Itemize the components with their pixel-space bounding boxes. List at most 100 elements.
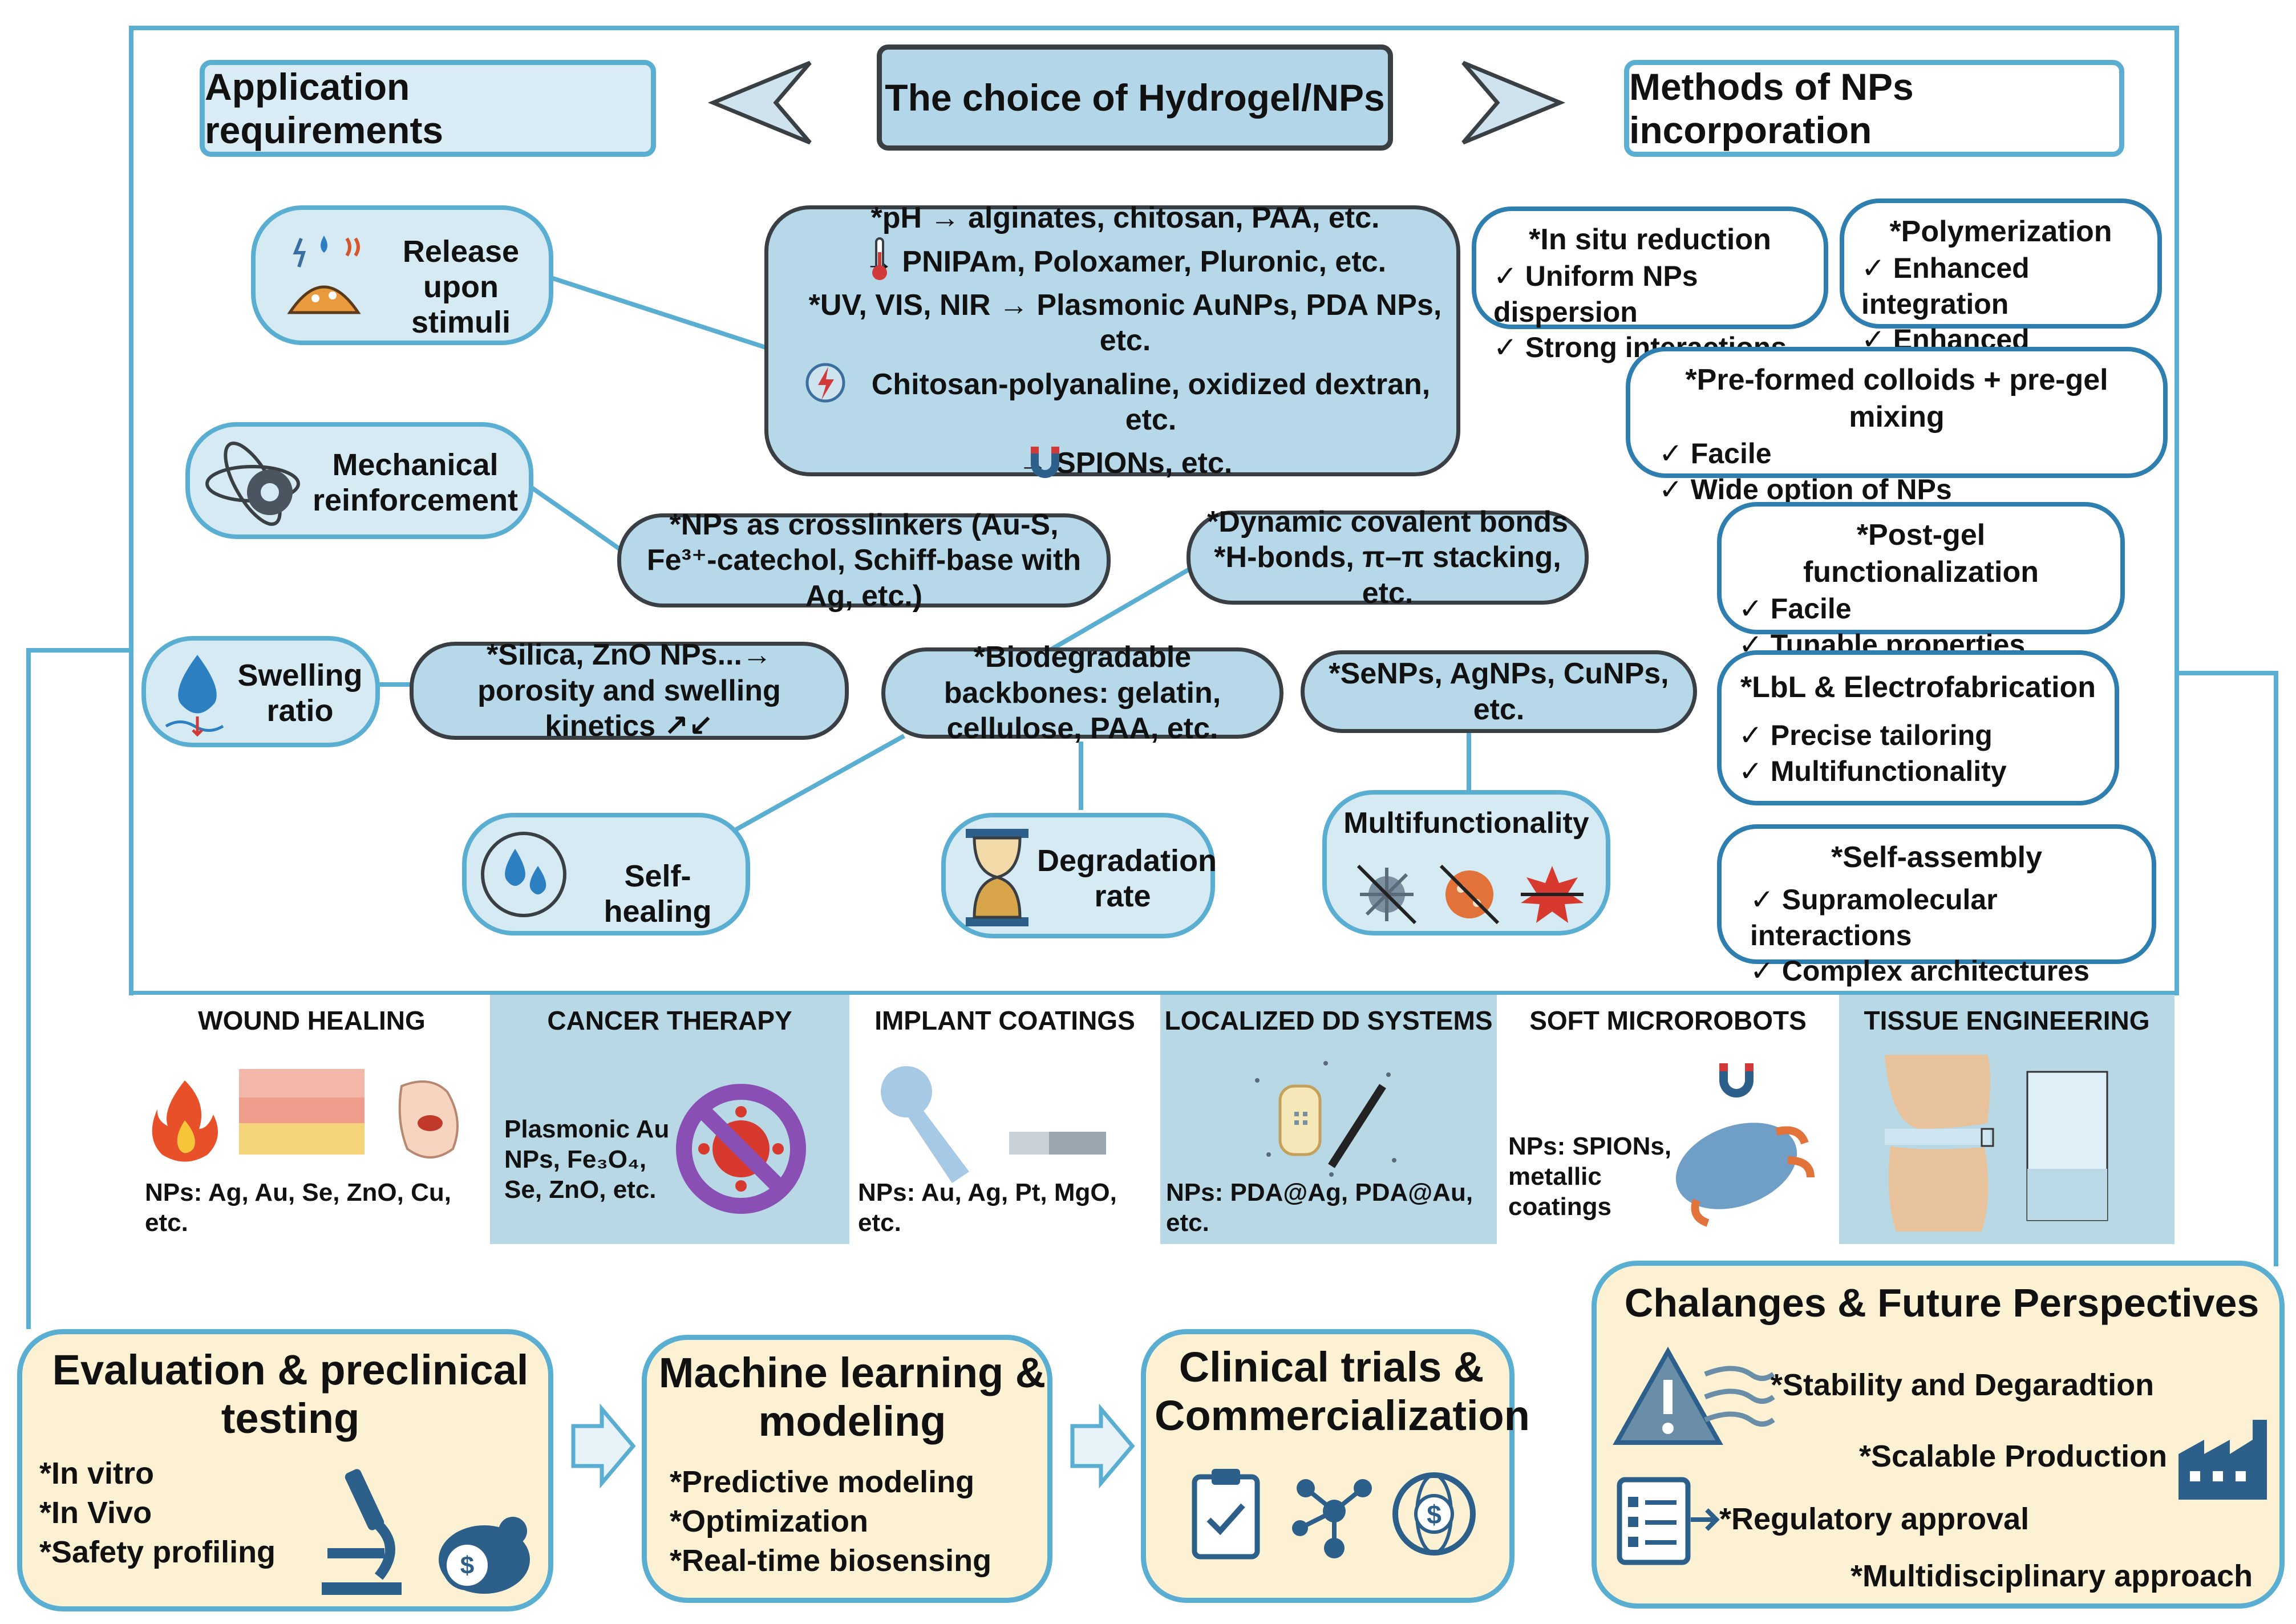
header-application-requirements: Application requirements <box>200 60 656 157</box>
requirement-release-label: Release upon stimuli <box>402 234 520 339</box>
diagram-frame <box>129 26 2179 995</box>
pill-biodegradable: *Biodegradable backbones: gelatin, cellu… <box>881 641 1283 745</box>
molecule-icon <box>1292 1479 1372 1558</box>
requirement-self-healing-label: Self-healing <box>604 859 712 929</box>
box-evaluation-item: *Safety profiling <box>39 1535 276 1570</box>
water-drop-icon <box>165 655 224 737</box>
pill-crosslinkers: *NPs as crosslinkers (Au-S, Fe³⁺-catecho… <box>617 508 1111 613</box>
knee-joint-icon <box>1885 1055 2108 1232</box>
gear-atom-icon <box>205 442 300 526</box>
magnet-icon <box>1031 447 1059 479</box>
method-self-assembly-title: *Self-assembly <box>1831 841 2042 874</box>
header-incorporation-methods: Methods of NPs incorporation <box>1624 60 2124 157</box>
app-panel-wound-healing: WOUND HEALING NPs: Ag, Au, Se, ZnO, Cu, … <box>133 995 490 1244</box>
clipboard-icon <box>1192 1469 1260 1560</box>
pill-dynamic-bonds-text: *Dynamic covalent bonds *H-bonds, π–π st… <box>1207 505 1568 610</box>
stimuli-materials-box: *pH → alginates, chitosan, PAA, etc. → P… <box>764 201 1460 480</box>
wind-icon <box>1704 1366 1775 1427</box>
method-post-gel-item: ✓ Facile <box>1739 593 1852 625</box>
arrow-left-icon <box>707 60 812 145</box>
box-evaluation-title: Evaluation & preclinical testing <box>52 1346 529 1443</box>
box-challenges-future: Chalanges & Future Perspectives *Stabili… <box>1592 1261 2285 1609</box>
requirement-self-healing: Self-healing <box>462 813 750 935</box>
stimuli-line-electric: Chitosan-polyanaline, oxidized dextran, … <box>871 367 1431 437</box>
hourglass-icon <box>966 829 1028 926</box>
patch-syringe-icon <box>1255 1061 1396 1177</box>
stimuli-line-light: *UV, VIS, NIR → Plasmonic AuNPs, PDA NPs… <box>808 288 1442 358</box>
box-ml-item: *Real-time biosensing <box>670 1544 992 1578</box>
app-caption: NPs: Au, Ag, Pt, MgO, etc. <box>858 1178 1117 1237</box>
box-machine-learning: Machine learning & modeling *Predictive … <box>642 1335 1052 1603</box>
method-self-assembly-item: ✓ Complex architectures <box>1750 955 2090 987</box>
box-clinical-title: Clinical trials & Commercialization <box>1155 1343 1530 1440</box>
box-challenges-title: Chalanges & Future Perspectives <box>1624 1281 2259 1325</box>
requirement-degradation-label: Degradation rate <box>1037 844 1217 913</box>
thermometer-icon <box>872 237 887 280</box>
pill-metal-nps: *SeNPs, AgNPs, CuNPs, etc. <box>1301 650 1697 733</box>
app-caption: NPs: PDA@Ag, PDA@Au, etc. <box>1166 1178 1473 1237</box>
arrow-right-icon <box>1070 1403 1135 1489</box>
bacteria-icon <box>1439 864 1500 925</box>
arrow-right-icon <box>1461 60 1566 145</box>
microscope-icon <box>322 1469 402 1595</box>
method-self-assembly: *Self-assembly ✓ Supramolecular interact… <box>1717 824 2156 987</box>
method-colloids-title: *Pre-formed colloids + pre-gel mixing <box>1685 363 2108 434</box>
pill-silica-porosity: *Silica, ZnO NPs...→ porosity and swelli… <box>410 638 849 743</box>
requirement-multifunctionality: Multifunctionality <box>1322 790 1610 935</box>
svg-text:$: $ <box>460 1552 474 1580</box>
method-lbl-item: ✓ Multifunctionality <box>1739 755 2007 787</box>
method-in-situ-reduction: *In situ reduction ✓ Uniform NPs dispers… <box>1472 206 1828 363</box>
screw-implant-icon <box>1009 1132 1106 1155</box>
mouse-coin-icon: $ <box>439 1517 530 1594</box>
box-evaluation-preclinical: Evaluation & preclinical testing *In vit… <box>17 1329 553 1611</box>
method-lbl-electrofabrication: *LbL & Electrofabrication ✓ Precise tail… <box>1717 650 2119 805</box>
challenge-item: *Multidisciplinary approach <box>1850 1559 2253 1593</box>
app-title: CANCER THERAPY <box>547 1006 792 1035</box>
app-title: SOFT MICROROBOTS <box>1529 1006 1807 1035</box>
app-title: WOUND HEALING <box>198 1006 426 1035</box>
method-colloids-item: ✓ Wide option of NPs <box>1659 473 1952 505</box>
requirement-release: Release upon stimuli <box>251 205 553 345</box>
stimuli-line-temperature: → PNIPAm, Poloxamer, Pluronic, etc. <box>864 245 1387 278</box>
svg-text:$: $ <box>1427 1500 1441 1529</box>
requirement-mechanical-label: Mechanical reinforcement <box>312 448 519 517</box>
flame-icon <box>152 1080 218 1162</box>
method-post-gel: *Post-gel functionalization ✓ Facile ✓ T… <box>1717 502 2125 661</box>
microrobot-icon <box>1675 1063 1815 1227</box>
app-panel-localized-dd: LOCALIZED DD SYSTEMS NPs: PDA@Ag, PDA@Au… <box>1160 995 1497 1244</box>
app-title: TISSUE ENGINEERING <box>1864 1006 2150 1035</box>
stimuli-line-ph: *pH → alginates, chitosan, PAA, etc. <box>870 201 1380 235</box>
pill-crosslinkers-text: *NPs as crosslinkers (Au-S, Fe³⁺-catecho… <box>646 508 1082 613</box>
requirement-swelling-label: Swelling ratio <box>237 658 363 728</box>
ros-burst-icon <box>1521 866 1584 923</box>
app-panel-soft-microrobots: SOFT MICROROBOTS NPs: SPIONs, metallic c… <box>1497 995 1839 1244</box>
method-colloids-item: ✓ Facile <box>1659 438 1772 469</box>
method-polymerization: *Polymerization ✓ Enhanced integration ✓… <box>1840 199 2162 391</box>
electric-icon <box>805 363 845 403</box>
pill-dynamic-bonds: *Dynamic covalent bonds *H-bonds, π–π st… <box>1187 505 1589 610</box>
app-caption: Plasmonic Au NPs, Fe₃O₄, Se, ZnO, etc. <box>504 1115 670 1204</box>
method-lbl-title: *LbL & Electrofabrication <box>1740 671 2096 704</box>
femur-implant-icon <box>881 1066 969 1183</box>
app-panel-cancer-therapy: CANCER THERAPY Plasmonic Au NPs, Fe₃O₄, … <box>490 995 849 1244</box>
challenge-item: *Stability and Degaradtion <box>1771 1368 2155 1402</box>
globe-dollar-icon: $ <box>1392 1472 1476 1556</box>
method-pre-formed-colloids: *Pre-formed colloids + pre-gel mixing ✓ … <box>1626 347 2168 505</box>
requirement-degradation: Degradation rate <box>941 813 1217 938</box>
method-lbl-item: ✓ Precise tailoring <box>1739 719 1993 751</box>
app-caption: NPs: SPIONs, metallic coatings <box>1508 1132 1672 1221</box>
method-in-situ-item: ✓ Uniform NPs dispersion <box>1493 260 1698 328</box>
header-hydrogel-choice: The choice of Hydrogel/NPs <box>877 44 1393 151</box>
app-panel-implant-coatings: IMPLANT COATINGS NPs: Au, Ag, Pt, MgO, e… <box>849 995 1160 1244</box>
pill-silica-porosity-text: *Silica, ZnO NPs...→ porosity and swelli… <box>477 638 781 743</box>
arrow-right-icon <box>571 1403 636 1489</box>
method-polymerization-item: ✓ Enhanced integration <box>1861 252 2030 320</box>
app-title: LOCALIZED DD SYSTEMS <box>1164 1006 1493 1035</box>
applications-band: WOUND HEALING NPs: Ag, Au, Se, ZnO, Cu, … <box>133 995 2174 1244</box>
box-clinical-trials: Clinical trials & Commercialization $ <box>1141 1329 1530 1603</box>
box-evaluation-item: *In Vivo <box>39 1496 152 1530</box>
requirement-swelling: Swelling ratio <box>141 636 380 747</box>
method-in-situ-title: *In situ reduction <box>1529 223 1771 256</box>
box-evaluation-item: *In vitro <box>39 1456 155 1491</box>
